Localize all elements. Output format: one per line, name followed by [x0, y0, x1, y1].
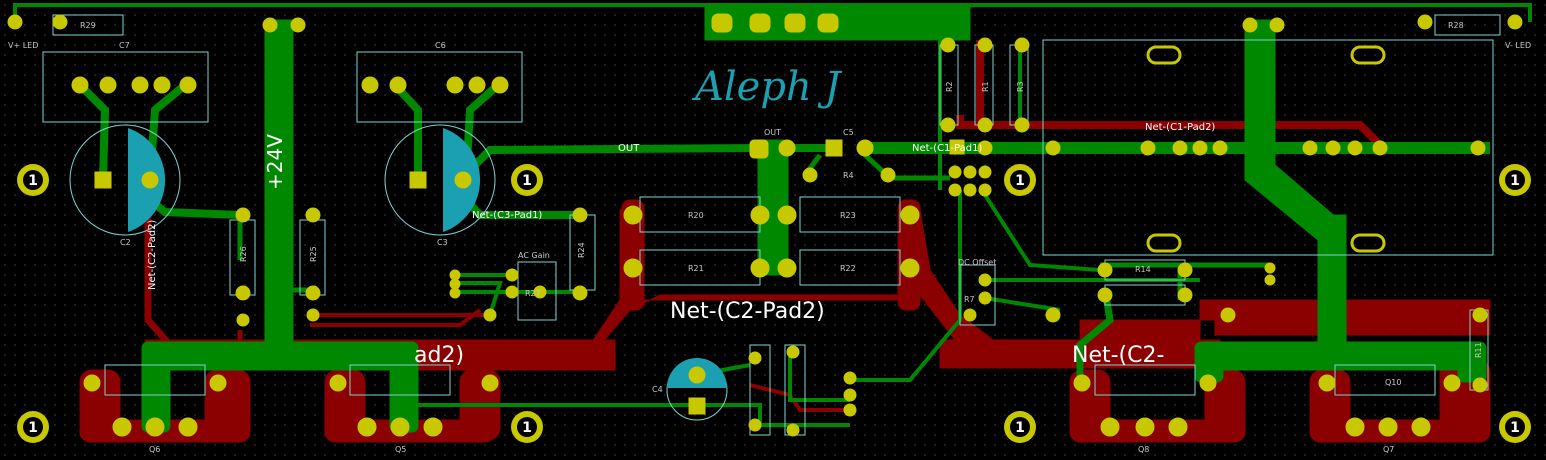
mounting-holes [17, 164, 1531, 443]
label-r25: R25 [309, 246, 318, 262]
c1-oval-pads [1146, 45, 1386, 253]
label-r2: R2 [945, 81, 954, 92]
net-label-c2-vertical: Net-(C2-Pad2) [147, 220, 158, 290]
net-label-out: OUT [618, 143, 640, 154]
mounting-hole-icon [511, 164, 543, 196]
label-ac-gain: AC Gain [518, 251, 550, 260]
label-q5: Q5 [395, 445, 406, 454]
label-r29: R29 [80, 21, 96, 30]
label-c5: C5 [843, 128, 854, 137]
label-c6: C6 [435, 41, 446, 50]
pads [7, 13, 1523, 437]
label-r7: R7 [964, 295, 975, 304]
label-c3: C3 [437, 238, 448, 247]
label-v-plus-led: V+ LED [8, 41, 38, 50]
mounting-hole-icon [1004, 411, 1036, 443]
net-label-c2-pad2-right: Net-(C2- [1072, 343, 1164, 368]
label-r24: R24 [577, 242, 586, 258]
mounting-hole-label: 1 [1510, 420, 1520, 436]
label-q8: Q8 [1138, 445, 1149, 454]
mounting-hole-label: 1 [28, 420, 38, 436]
label-v-minus-led: V- LED [1505, 41, 1531, 50]
mounting-hole-icon [17, 411, 49, 443]
label-r1: R1 [981, 81, 990, 92]
label-r26: R26 [239, 246, 248, 262]
label-out-connector: OUT [764, 128, 781, 137]
mounting-hole-icon [1499, 164, 1531, 196]
net-label-plus-24v: +24V [263, 134, 287, 190]
label-q6: Q6 [149, 445, 160, 454]
label-r23: R23 [840, 211, 856, 220]
label-q10: Q10 [1385, 378, 1401, 387]
mounting-hole-label: 1 [1015, 173, 1025, 189]
label-c2: C2 [120, 238, 131, 247]
label-r11: R11 [1474, 342, 1483, 358]
net-label-c2-pad2: Net-(C2-Pad2) [670, 299, 825, 324]
label-r21: R21 [688, 264, 704, 273]
mounting-hole-label: 1 [1015, 420, 1025, 436]
label-q7: Q7 [1383, 445, 1394, 454]
mounting-hole-label: 1 [522, 420, 532, 436]
label-r28: R28 [1448, 21, 1464, 30]
mounting-hole-label: 1 [28, 173, 38, 189]
label-r20: R20 [688, 211, 704, 220]
label-c7: C7 [119, 41, 130, 50]
net-label-c1-pad1: Net-(C1-Pad1) [912, 143, 982, 154]
plus-24v-trace [264, 19, 294, 361]
net-label-c2-pad2-left: ad2) [414, 343, 464, 368]
net-label-c3-pad1: Net-(C3-Pad1) [472, 210, 542, 221]
mounting-hole-label: 1 [522, 173, 532, 189]
net-c2-pad2-trace-right [1214, 304, 1491, 336]
label-r27: R27 [525, 289, 541, 298]
mounting-hole-icon [17, 164, 49, 196]
signature: Aleph J [691, 64, 842, 110]
mounting-hole-icon [1004, 164, 1036, 196]
mounting-hole-icon [1499, 411, 1531, 443]
net-label-c1-pad2: Net-(C1-Pad2) [1145, 122, 1215, 133]
label-r14: R14 [1135, 265, 1151, 274]
label-r22: R22 [840, 264, 856, 273]
mounting-hole-icon [511, 411, 543, 443]
label-c4: C4 [652, 385, 663, 394]
label-r4: R4 [843, 171, 854, 180]
label-r3: R3 [1016, 81, 1025, 92]
label-dc-offset: DC Offset [958, 258, 996, 267]
mounting-hole-label: 1 [1510, 173, 1520, 189]
